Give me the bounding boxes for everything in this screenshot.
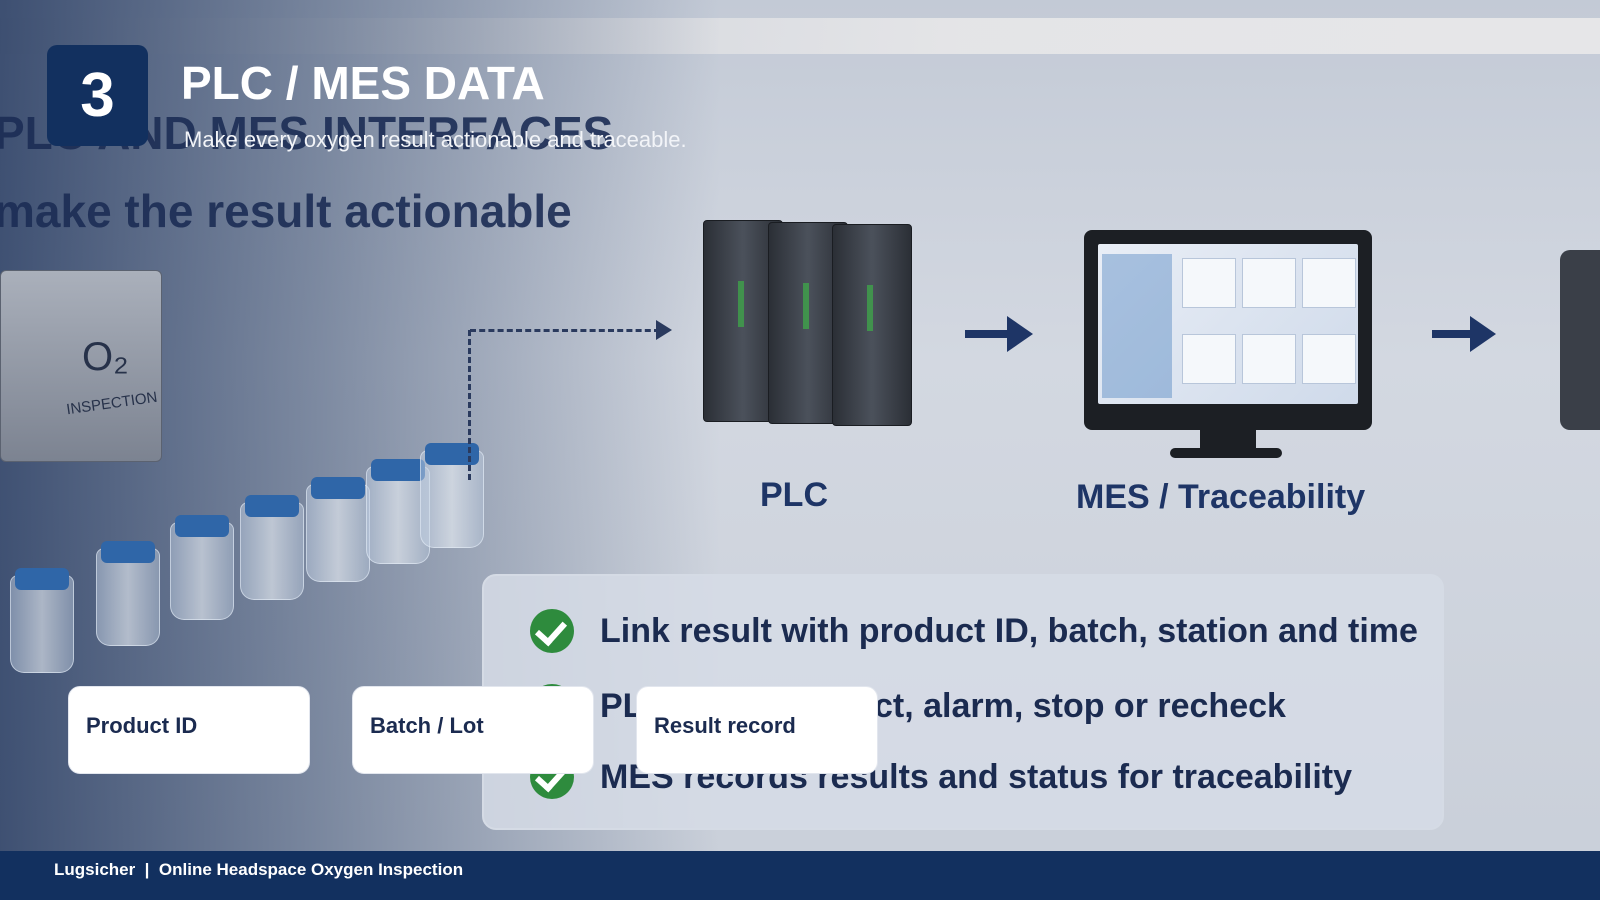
signal-arrow-icon — [656, 320, 672, 340]
checklist-panel: Link result with product ID, batch, stat… — [482, 574, 1444, 830]
edge-database-device — [1560, 250, 1600, 430]
slide-number-badge: 3 — [47, 45, 148, 146]
footer-bar: Lugsicher | Online Headspace Oxygen Insp… — [0, 851, 1600, 900]
green-check-icon — [530, 609, 574, 653]
mes-monitor — [1084, 230, 1372, 430]
card-label: Batch / Lot — [370, 713, 484, 738]
vial — [306, 477, 370, 582]
o2-sensor-head — [0, 270, 162, 462]
mes-dashboard-screen — [1098, 244, 1358, 404]
signal-dashed-line-vertical — [468, 330, 471, 480]
footer-text: Lugsicher | Online Headspace Oxygen Insp… — [54, 860, 464, 879]
vial — [170, 515, 234, 620]
card-label: Result record — [654, 713, 796, 738]
card-batch-lot: Batch / Lot — [352, 686, 594, 774]
slide-subtitle: Make every oxygen result actionable and … — [184, 127, 687, 152]
flow-arrow-icon — [1432, 316, 1496, 352]
vial — [96, 541, 160, 646]
card-product-id: Product ID — [68, 686, 310, 774]
background-title-line-2: make the result actionable — [0, 185, 572, 237]
flow-arrow-icon — [965, 316, 1033, 352]
sensor-o2-symbol: O₂ — [82, 335, 129, 379]
monitor-base — [1170, 448, 1282, 458]
vial — [420, 443, 484, 548]
card-result-record: Result record — [636, 686, 878, 774]
vial — [10, 568, 74, 673]
plc-module — [832, 224, 912, 426]
card-label: Product ID — [86, 713, 198, 738]
slide-title: PLC / MES DATA — [181, 57, 545, 109]
signal-dashed-line-horizontal — [470, 329, 660, 332]
plc-label: PLC — [760, 476, 828, 514]
vial — [240, 495, 304, 600]
checklist-item: Link result with product ID, batch, stat… — [530, 608, 1418, 654]
monitor-stand — [1200, 428, 1256, 450]
mes-traceability-label: MES / Traceability — [1076, 478, 1366, 516]
